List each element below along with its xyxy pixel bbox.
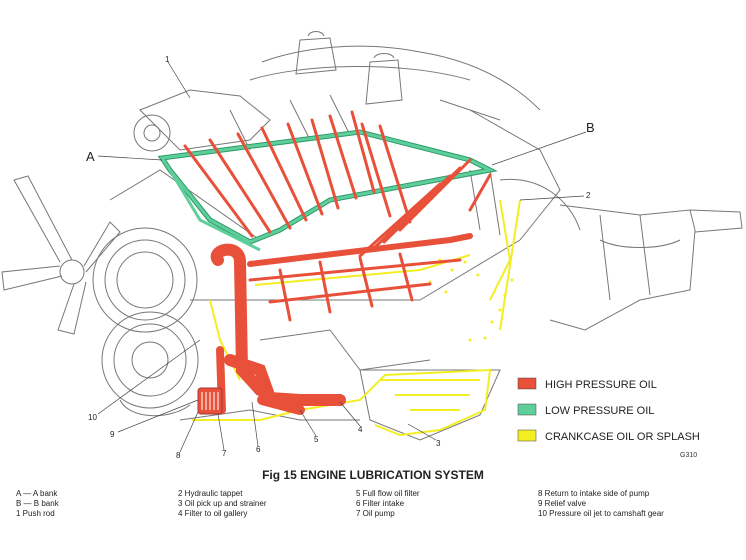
oil-filter bbox=[197, 387, 223, 415]
key-item-10: 10 Pressure oil jet to camshaft gear bbox=[538, 509, 664, 518]
callout-7: 7 bbox=[222, 449, 227, 458]
legend-label-crankcase: CRANKCASE OIL OR SPLASH bbox=[545, 431, 700, 443]
callout-A: A bbox=[86, 149, 95, 164]
key-item-4: 4 Filter to oil gallery bbox=[178, 509, 248, 518]
key-column-4: 8 Return to intake side of pump 9 Relief… bbox=[538, 489, 664, 519]
key-column-2: 2 Hydraulic tappet 3 Oil pick up and str… bbox=[178, 489, 267, 519]
key-item-9: 9 Relief valve bbox=[538, 499, 587, 508]
key-item-8: 8 Return to intake side of pump bbox=[538, 489, 650, 498]
key-item-6: 6 Filter intake bbox=[356, 499, 405, 508]
callout-9: 9 bbox=[110, 430, 115, 439]
engine-outline bbox=[1, 31, 743, 441]
callout-2: 2 bbox=[586, 191, 591, 200]
callout-8: 8 bbox=[176, 451, 181, 460]
callout-10: 10 bbox=[88, 413, 97, 422]
callout-B: B bbox=[586, 120, 595, 135]
key-item-2: 2 Hydraulic tappet bbox=[178, 489, 243, 498]
key-item-A: A — A bank bbox=[16, 489, 58, 498]
callout-labels: A B 1 2 3 4 5 6 7 8 9 10 bbox=[86, 55, 595, 460]
legend-swatch-crankcase bbox=[517, 429, 537, 442]
fan bbox=[1, 175, 121, 335]
key-column-1: A — A bank B — B bank 1 Push rod bbox=[16, 489, 59, 519]
callout-3: 3 bbox=[436, 439, 441, 448]
key-item-7: 7 Oil pump bbox=[356, 509, 395, 518]
legend-swatch-high-pressure bbox=[517, 377, 537, 390]
callout-4: 4 bbox=[358, 425, 363, 434]
key-column-3: 5 Full flow oil filter 6 Filter intake 7… bbox=[356, 489, 420, 519]
figure-code: G310 bbox=[680, 452, 697, 459]
legend: HIGH PRESSURE OIL LOW PRESSURE OIL CRANK… bbox=[517, 377, 700, 459]
key-item-5: 5 Full flow oil filter bbox=[356, 489, 420, 498]
key-item-1: 1 Push rod bbox=[16, 509, 55, 518]
legend-label-low-pressure: LOW PRESSURE OIL bbox=[545, 405, 654, 417]
splash-dots bbox=[428, 258, 514, 342]
callout-5: 5 bbox=[314, 435, 319, 444]
high-pressure-oil-paths bbox=[183, 110, 492, 415]
legend-label-high-pressure: HIGH PRESSURE OIL bbox=[545, 379, 657, 391]
legend-swatch-low-pressure bbox=[517, 403, 537, 416]
figure-key: A — A bank B — B bank 1 Push rod 2 Hydra… bbox=[16, 489, 736, 529]
figure-caption: Fig 15 ENGINE LUBRICATION SYSTEM bbox=[262, 468, 484, 482]
key-item-B: B — B bank bbox=[16, 499, 59, 508]
leader-lines bbox=[97, 61, 587, 453]
callout-6: 6 bbox=[256, 445, 261, 454]
key-item-3: 3 Oil pick up and strainer bbox=[178, 499, 267, 508]
callout-1: 1 bbox=[165, 55, 170, 64]
